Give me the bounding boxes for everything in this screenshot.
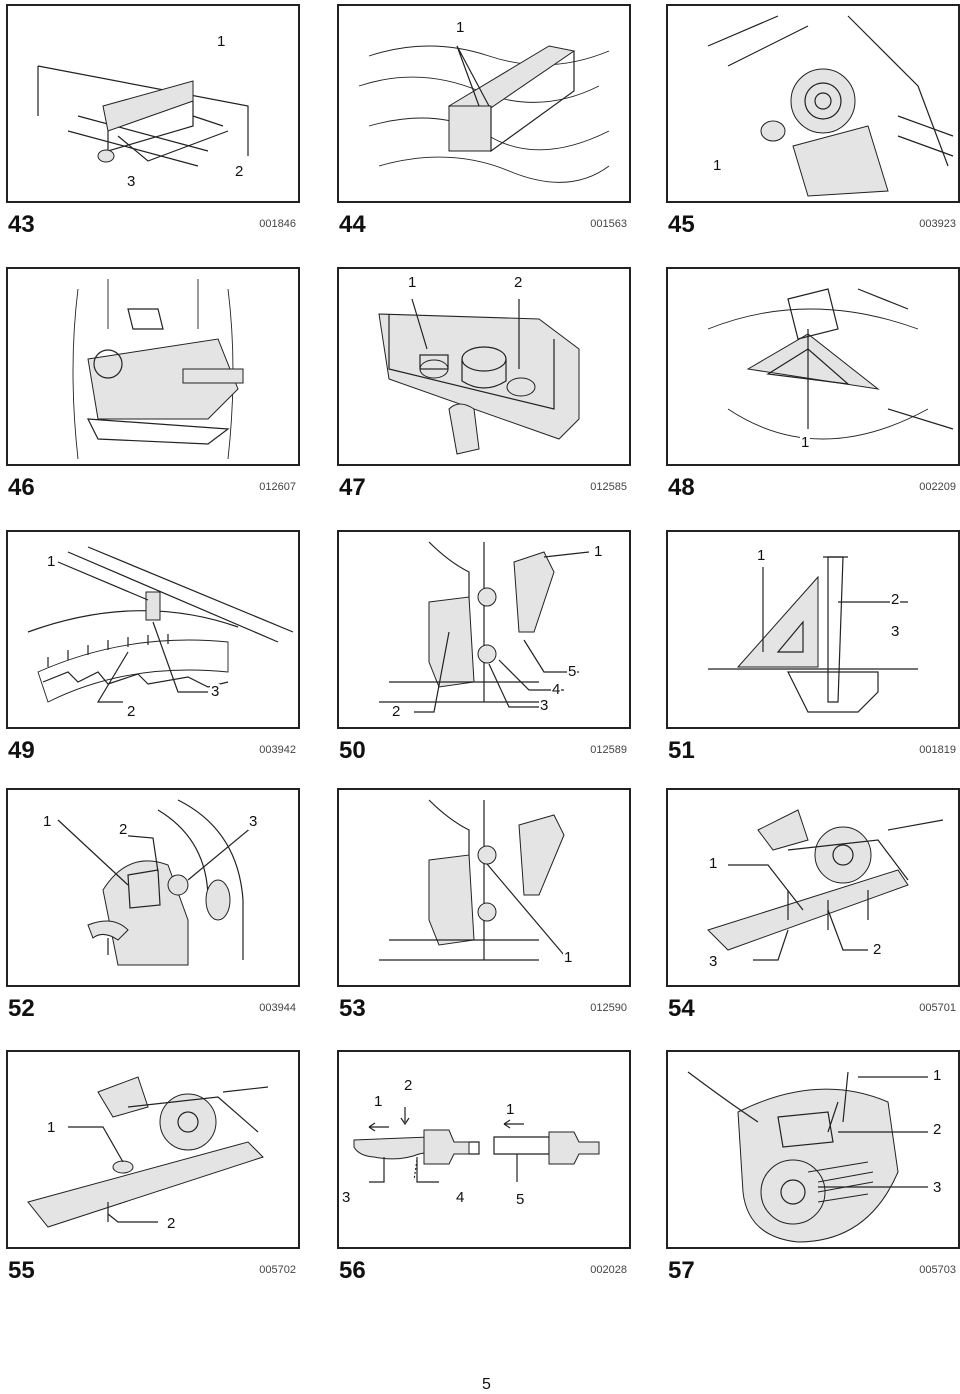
callout-3: 3 xyxy=(341,1189,352,1206)
figure-code: 005703 xyxy=(919,1264,956,1276)
figure-number: 55 xyxy=(8,1257,35,1284)
figure-number: 49 xyxy=(8,737,35,764)
figure-number: 47 xyxy=(339,474,366,501)
figure-43-illustration: 1 2 3 xyxy=(6,4,300,203)
figure-44-drawing xyxy=(358,45,610,183)
callout-1: 1 xyxy=(216,33,227,50)
figure-45-illustration: 1 xyxy=(666,4,960,203)
callout-2: 2 xyxy=(872,941,883,958)
callout-2: 2 xyxy=(890,591,901,608)
figure-53-drawing xyxy=(379,799,565,961)
callout-1: 1 xyxy=(712,157,723,174)
callout-4: 4 xyxy=(551,681,562,698)
figure-code: 002209 xyxy=(919,481,956,493)
figure-46-drawing xyxy=(72,279,244,460)
figure-number: 48 xyxy=(668,474,695,501)
figure-50-illustration: 1 2 3 4 5 xyxy=(337,530,631,729)
callout-3: 3 xyxy=(890,623,901,640)
figure-number: 54 xyxy=(668,995,695,1022)
figure-number: 44 xyxy=(339,211,366,238)
figure-54-illustration: 1 2 3 xyxy=(666,788,960,987)
figure-57-illustration: 1 2 3 xyxy=(666,1050,960,1249)
figure-code: 005702 xyxy=(259,1264,296,1276)
figure-43-drawing xyxy=(37,65,249,167)
figure-code: 003942 xyxy=(259,744,296,756)
callout-2: 2 xyxy=(513,274,524,291)
figure-code: 001846 xyxy=(259,218,296,230)
callout-1: 1 xyxy=(593,543,604,560)
figure-number: 56 xyxy=(339,1257,366,1284)
callout-2: 2 xyxy=(932,1121,943,1138)
callout-5: 5 xyxy=(567,663,578,680)
callout-1: 1 xyxy=(800,434,811,451)
figure-46-illustration xyxy=(6,267,300,466)
figure-number: 43 xyxy=(8,211,35,238)
figure-number: 53 xyxy=(339,995,366,1022)
figure-49-illustration: 1 2 3 xyxy=(6,530,300,729)
figure-49-drawing xyxy=(27,546,294,703)
figure-57-drawing xyxy=(687,1071,928,1243)
callout-1: 1 xyxy=(563,949,574,966)
figure-44-illustration: 1 xyxy=(337,4,631,203)
callout-1: 1 xyxy=(407,274,418,291)
figure-number: 57 xyxy=(668,1257,695,1284)
figure-52-illustration: 1 2 3 xyxy=(6,788,300,987)
page-number: 5 xyxy=(482,1376,491,1393)
figure-48-drawing xyxy=(707,288,954,440)
callout-2: 2 xyxy=(166,1215,177,1232)
figure-code: 012590 xyxy=(590,1002,627,1014)
figure-code: 001563 xyxy=(590,218,627,230)
callout-3: 3 xyxy=(539,697,550,714)
callout-3: 3 xyxy=(210,683,221,700)
figure-54-drawing xyxy=(707,809,944,961)
callout-1b: 1 xyxy=(505,1101,516,1118)
callout-2: 2 xyxy=(391,703,402,720)
callout-4: 4 xyxy=(455,1189,466,1206)
figure-code: 002028 xyxy=(590,1264,627,1276)
figure-code: 001819 xyxy=(919,744,956,756)
callout-1: 1 xyxy=(932,1067,943,1084)
figure-number: 51 xyxy=(668,737,695,764)
figure-number: 46 xyxy=(8,474,35,501)
callout-3: 3 xyxy=(932,1179,943,1196)
figure-code: 012585 xyxy=(590,481,627,493)
figure-number: 50 xyxy=(339,737,366,764)
figure-code: 012607 xyxy=(259,481,296,493)
figure-47-illustration: 1 2 xyxy=(337,267,631,466)
callout-1: 1 xyxy=(46,553,57,570)
figure-51-illustration: 1 2 3 xyxy=(666,530,960,729)
figure-55-illustration: 1 2 xyxy=(6,1050,300,1249)
figure-code: 012589 xyxy=(590,744,627,756)
figure-45-drawing xyxy=(707,15,954,197)
callout-2: 2 xyxy=(403,1077,414,1094)
figure-number: 45 xyxy=(668,211,695,238)
figure-number: 52 xyxy=(8,995,35,1022)
figure-53-illustration: 1 xyxy=(337,788,631,987)
callout-1: 1 xyxy=(42,813,53,830)
callout-5: 5 xyxy=(515,1191,526,1208)
figure-48-illustration: 1 xyxy=(666,267,960,466)
figure-47-drawing xyxy=(378,298,580,455)
figure-50-drawing xyxy=(379,541,590,713)
figure-52-drawing xyxy=(57,799,259,966)
callout-1: 1 xyxy=(455,19,466,36)
callout-3: 3 xyxy=(126,173,137,190)
figure-55-drawing xyxy=(27,1076,269,1228)
callout-3: 3 xyxy=(708,953,719,970)
callout-1: 1 xyxy=(756,547,767,564)
callout-3: 3 xyxy=(248,813,259,830)
figure-56-drawing xyxy=(353,1107,600,1183)
callout-2: 2 xyxy=(234,163,245,180)
callout-1: 1 xyxy=(373,1093,384,1110)
figure-56-illustration: 1 2 1 3 4 5 xyxy=(337,1050,631,1249)
figure-51-drawing xyxy=(708,556,918,713)
figure-code: 003944 xyxy=(259,1002,296,1014)
callout-1: 1 xyxy=(46,1119,57,1136)
callout-2: 2 xyxy=(126,703,137,720)
figure-code: 005701 xyxy=(919,1002,956,1014)
callout-1: 1 xyxy=(708,855,719,872)
figure-code: 003923 xyxy=(919,218,956,230)
callout-2: 2 xyxy=(118,821,129,838)
